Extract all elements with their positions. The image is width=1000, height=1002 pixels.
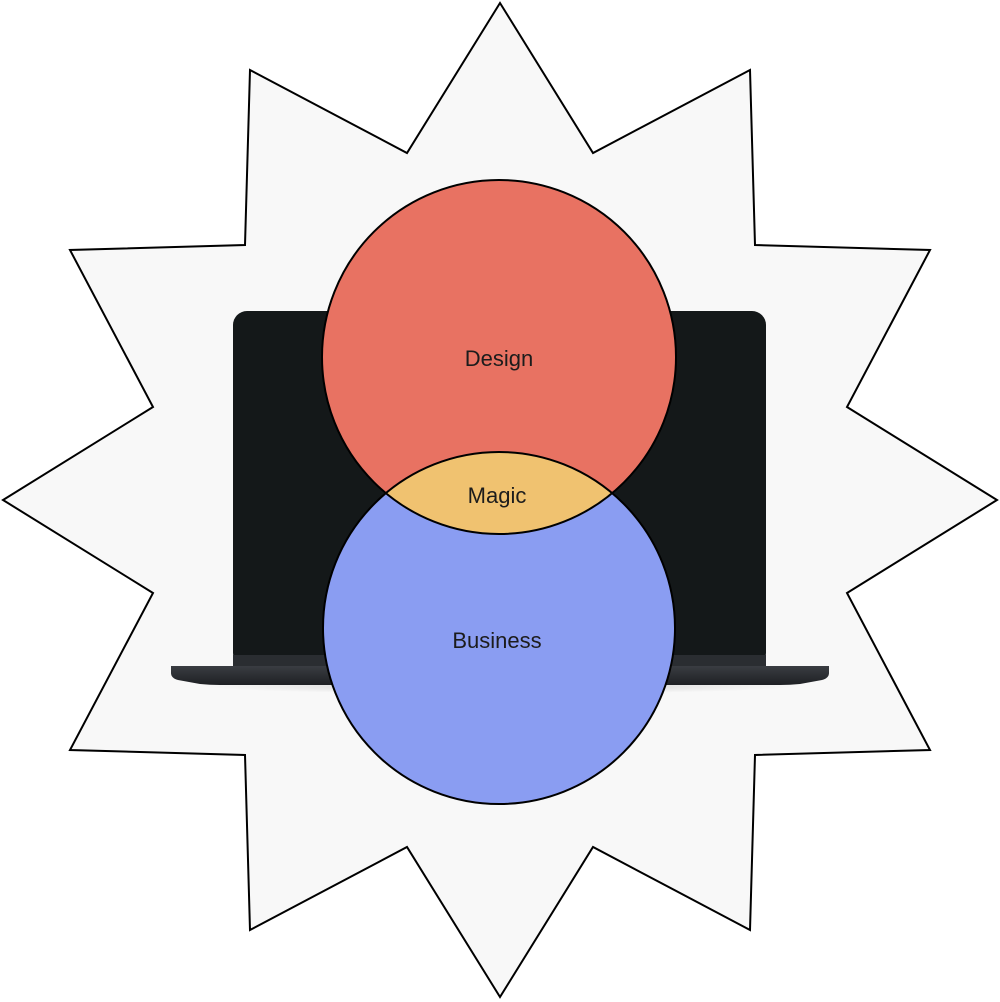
label-business: Business bbox=[452, 628, 541, 653]
circle-business bbox=[323, 452, 675, 804]
label-magic: Magic bbox=[468, 483, 527, 508]
label-design: Design bbox=[465, 346, 533, 371]
circle-design bbox=[322, 180, 676, 534]
